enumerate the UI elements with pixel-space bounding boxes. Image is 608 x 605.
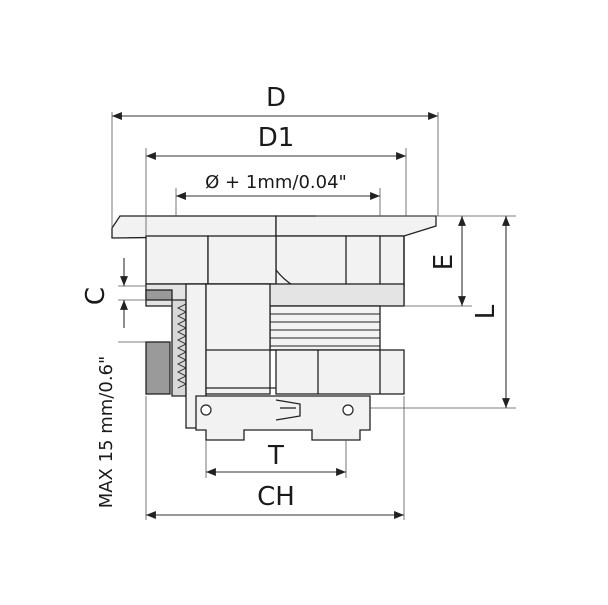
screw-left [200, 404, 212, 416]
cap-flange [111, 215, 277, 239]
gland-body [111, 215, 437, 441]
panel-wall [145, 341, 171, 395]
cap-flange-right [275, 215, 437, 237]
panel-section-top [145, 289, 173, 301]
label-diameter: Ø + 1mm/0.04" [205, 172, 347, 193]
label-D: D [266, 83, 286, 113]
inner-sleeve [205, 283, 271, 395]
label-D1: D1 [258, 123, 295, 153]
screw-right [342, 404, 354, 416]
dimension-labels: D D1 Ø + 1mm/0.04" E L C MAX 15 mm/0.6" … [81, 83, 501, 512]
dimension-lines [112, 112, 510, 519]
label-max: MAX 15 mm/0.6" [96, 356, 117, 509]
base [195, 395, 371, 441]
label-T: T [267, 441, 284, 471]
cap-body [275, 235, 405, 287]
extension-lines [111, 112, 516, 520]
lower-nut [275, 349, 405, 395]
label-L: L [471, 304, 501, 319]
thread-body [269, 305, 381, 351]
label-CH: CH [257, 482, 295, 512]
cap-left [145, 235, 209, 285]
seal-insert [207, 235, 277, 285]
thread-lines [270, 313, 380, 347]
label-C: C [81, 287, 111, 305]
label-E: E [429, 254, 459, 270]
